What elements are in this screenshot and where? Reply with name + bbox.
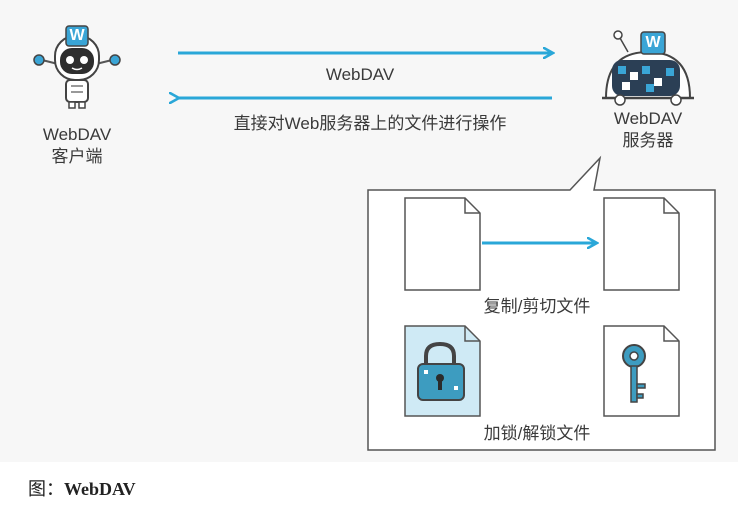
copy-cut-label: 复制/剪切文件	[483, 297, 591, 316]
protocol-label: WebDAV	[325, 65, 395, 84]
client-label-line2: 客户端	[51, 147, 103, 166]
caption-title: WebDAV	[64, 479, 136, 499]
server-label-line2: 服务器	[622, 131, 674, 150]
server-label-line1: WebDAV	[613, 109, 683, 128]
key-icon	[622, 344, 646, 403]
server-badge-letter: W	[645, 34, 661, 51]
server-robot-icon	[602, 30, 694, 106]
client-badge-letter: W	[69, 27, 85, 44]
figure-caption: 图：WebDAV	[28, 478, 136, 501]
lock-unlock-label: 加锁/解锁文件	[483, 424, 591, 443]
document-icon-source	[404, 197, 481, 291]
lock-icon	[417, 341, 465, 401]
client-robot-icon	[33, 25, 121, 109]
caption-prefix: 图：	[28, 479, 64, 500]
document-icon-target	[603, 197, 680, 291]
description-label: 直接对Web服务器上的文件进行操作	[233, 114, 507, 133]
client-label-line1: WebDAV	[42, 125, 112, 144]
key-document-icon	[603, 325, 680, 417]
